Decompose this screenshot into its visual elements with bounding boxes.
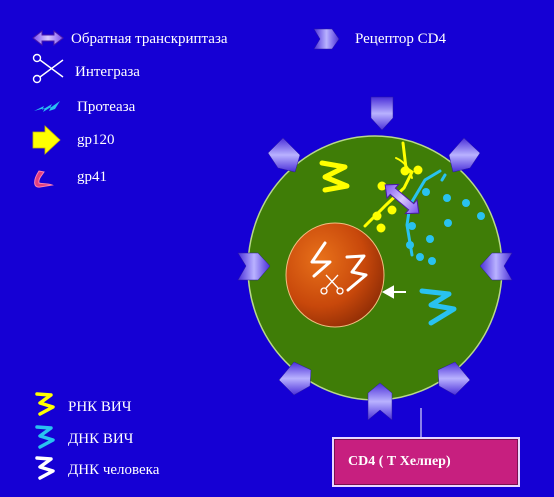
cell-type-label: CD4 ( Т Хелпер) bbox=[348, 454, 451, 470]
cd4-receptor-legend-icon bbox=[314, 29, 339, 49]
legend-rna-hiv-label: РНК ВИЧ bbox=[68, 398, 132, 416]
legend-reverse-transcriptase-label: Обратная транскриптаза bbox=[71, 30, 228, 48]
legend-dna-hiv-label: ДНК ВИЧ bbox=[68, 430, 133, 448]
cell-type-label-box: CD4 ( Т Хелпер) bbox=[332, 437, 520, 487]
legend-protease-label: Протеаза bbox=[77, 98, 135, 116]
cd4-receptor-icon bbox=[371, 97, 393, 130]
protease-legend-icon bbox=[34, 101, 60, 112]
cd4-cell bbox=[248, 136, 502, 400]
dna-human-legend-icon bbox=[37, 458, 53, 478]
dna-hiv-legend-icon bbox=[37, 427, 53, 447]
reverse-transcriptase-legend-icon bbox=[33, 31, 63, 45]
legend-gp120-label: gp120 bbox=[77, 131, 115, 149]
legend-gp41-label: gp41 bbox=[77, 168, 107, 186]
legend-cd4-receptor-label: Рецептор CD4 bbox=[355, 30, 446, 48]
gp41-legend-icon bbox=[35, 171, 52, 187]
cd4-receptor-icon bbox=[449, 138, 480, 172]
gp120-legend-icon bbox=[33, 126, 60, 154]
integrase-legend-icon bbox=[34, 55, 64, 83]
cell-nucleus bbox=[286, 223, 384, 327]
cd4-receptor-icon bbox=[268, 138, 300, 172]
legend-integrase-label: Интеграза bbox=[75, 63, 140, 81]
legend-dna-human-label: ДНК человека bbox=[68, 461, 159, 479]
rna-hiv-legend-icon bbox=[37, 394, 53, 414]
